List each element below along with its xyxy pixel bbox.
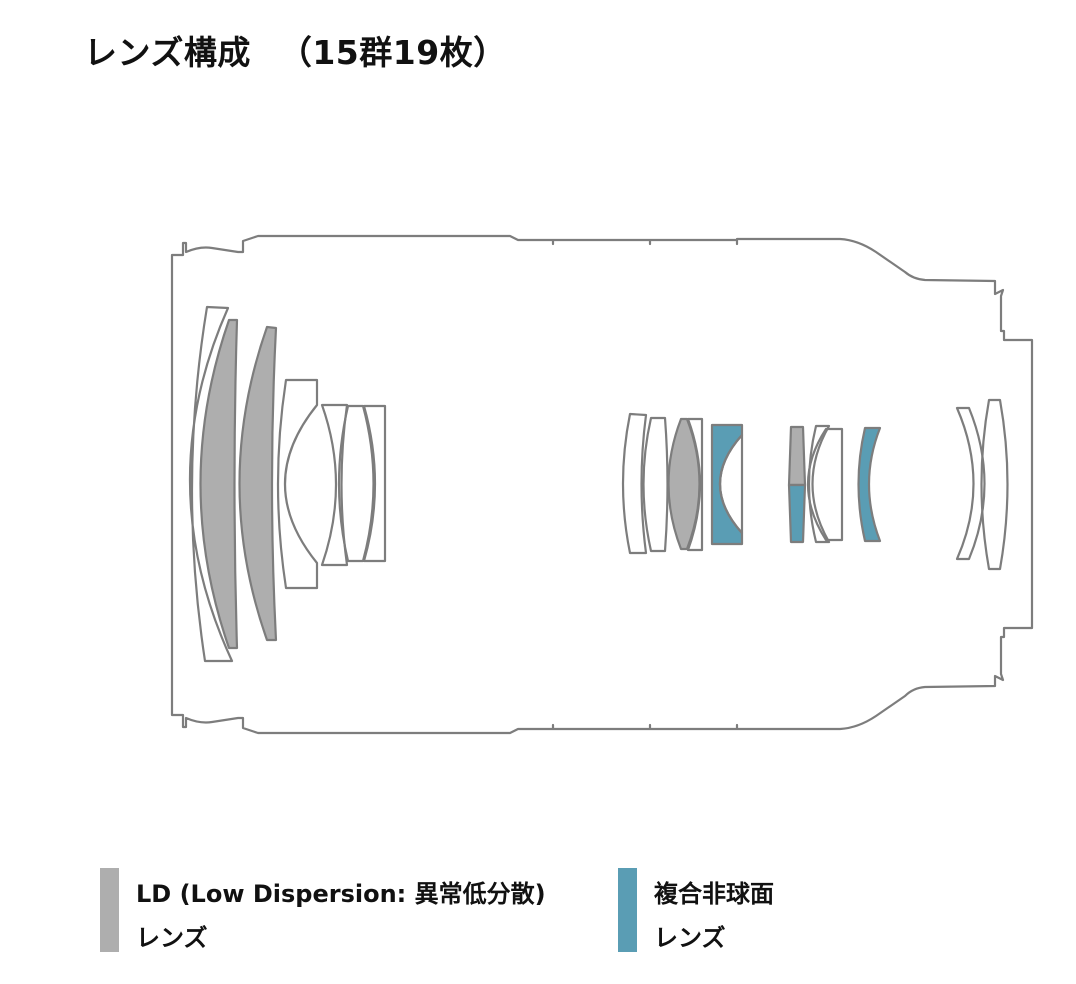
lens-element-8 (621, 412, 648, 555)
title-main: レンズ構成 (84, 33, 251, 72)
lens-element-4 (276, 378, 319, 590)
lens-element-3-ld (238, 325, 278, 642)
lens-element-19 (955, 406, 986, 561)
page-title: レンズ構成 （15群19枚） (84, 26, 507, 74)
lens-element-13 (719, 433, 744, 535)
lens-element-20 (980, 398, 1009, 571)
lens-element-2-ld (199, 318, 239, 650)
lens-element-7 (362, 404, 387, 563)
legend-label-aspherical: 複合非球面 レンズ (654, 880, 774, 952)
legend-label-ld: LD (Low Dispersion: 異常低分散) レンズ (136, 880, 546, 952)
lens-barrel-outline (170, 234, 1034, 735)
lens-element-11 (686, 417, 704, 552)
lens-element-5 (320, 403, 349, 567)
lens-element-1 (188, 305, 234, 663)
title-count: （15群19枚） (278, 33, 507, 72)
lens-element-14-ld (787, 425, 807, 487)
lens-element-9 (642, 416, 669, 553)
lens-element-18-aspherical (857, 426, 882, 543)
lens-element-15-aspherical (787, 483, 807, 544)
legend-swatch-aspherical (618, 868, 637, 952)
lens-element-6 (337, 404, 375, 563)
legend-swatch-ld (100, 868, 119, 952)
lens-element-17 (806, 427, 844, 542)
